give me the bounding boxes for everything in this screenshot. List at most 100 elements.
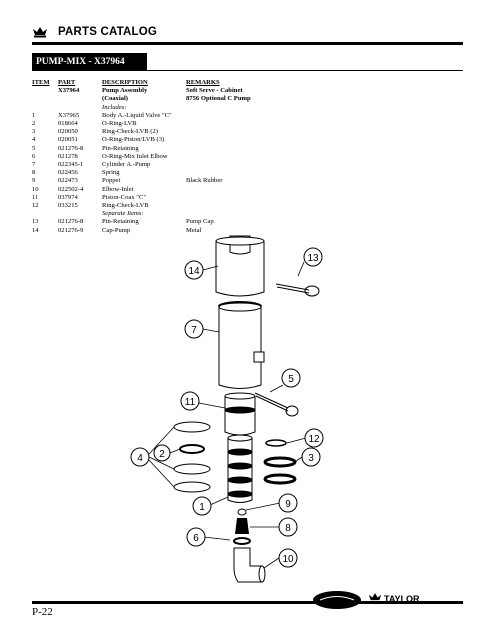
table-row: 5 021276-8 Pin-Retaining [30,145,268,153]
table-row: 4 020051 O-Ring-Piston/LVB (3) [30,136,268,144]
svg-text:11: 11 [185,397,196,408]
callout-8: 8 [278,517,298,537]
callout-9: 9 [278,493,298,513]
table-cell-remarks: 8756 Optional C Pump [186,95,251,103]
table-cell-part: 021276-9 [58,226,84,234]
column-header: REMARKS [186,79,220,86]
table-cell-remarks: Soft Serve - Cabinet [186,87,243,95]
svg-text:2: 2 [159,449,165,460]
table-cell-item: 6 [32,152,36,160]
table-cell-part: 022502-4 [58,185,84,193]
table-cell-desc: Pin-Retaining [102,144,139,152]
table-cell-desc: Ring-Check-LVB (2) [102,128,158,136]
table-cell-item: 3 [32,128,36,136]
o-rings-left [173,421,211,493]
callout-3: 3 [301,447,321,467]
table-cell-item: 1 [32,111,36,119]
table-row: 9 022473 Poppet Black Rubber [30,177,268,185]
pump-cylinder [218,302,265,389]
table-cell-part: X37964 [58,87,80,95]
callout-1: 1 [192,496,212,516]
table-cell-desc: Ring-Check-LVB [102,202,149,210]
table-cell-desc: Cap-Pump [102,226,131,234]
carpigiani-logo [313,591,361,609]
table-cell-part: X37965 [58,111,80,119]
spring [235,518,249,534]
table-cell-remarks: Pump Cap [186,218,214,226]
table-cell-desc: Pin-Retaining [102,218,139,226]
svg-text:13: 13 [307,253,319,264]
inlet-elbow [233,547,266,583]
table-cell-item: 12 [32,202,39,210]
table-cell-item: 14 [32,226,39,234]
table-cell-part: 018664 [58,120,78,128]
table-cell-desc: Body A.-Liquid Valve "C" [102,111,172,119]
svg-text:8: 8 [285,523,291,534]
table-cell-item: 9 [32,177,36,185]
svg-text:3: 3 [308,453,314,464]
table-cell-part: 020051 [58,136,78,144]
poppet [237,508,247,516]
table-row: 7 022345-1 Cylinder A.-Pump [30,161,268,169]
table-cell-item: 5 [32,144,36,152]
table-cell-desc: Pump Assembly [102,87,148,95]
table-cell-desc: Poppet [102,177,121,185]
table-row: Includes: [30,104,268,112]
table-cell-item: 4 [32,136,36,144]
callout-5: 5 [281,368,301,388]
column-header: DESCRIPTION [102,79,148,86]
table-cell-desc: (Coaxial) [102,95,129,103]
section-rule [147,70,463,71]
crown-icon [33,27,47,38]
table-cell-part: 021276-8 [58,144,84,152]
crown-icon [368,593,382,601]
table-cell-desc: Cylinder A.-Pump [102,161,151,169]
footer-rule [32,601,463,604]
column-header: PART [58,79,76,86]
piston [224,392,256,436]
table-cell-desc: O-Ring-LVB [102,120,137,128]
mix-inlet-o-ring [233,537,251,545]
table-cell-desc: Spring [102,169,120,177]
svg-text:10: 10 [282,554,294,565]
table-cell-item: 13 [32,218,39,226]
table-row: (Coaxial) 8756 Optional C Pump [30,95,268,103]
callout-12: 12 [304,428,324,448]
table-cell-item: 7 [32,161,36,169]
table-cell-part: 022345-1 [58,161,84,169]
table-row: 13 021276-8 Pin-Retaining Pump Cap [30,218,268,226]
table-cell-part: 021276-8 [58,218,84,226]
retaining-pin-5 [254,392,299,417]
table-row: Separate Items: [30,210,268,218]
table-cell-item: 11 [32,193,39,201]
table-cell-part: 021278 [58,152,78,160]
callout-6: 6 [186,527,206,547]
svg-text:14: 14 [188,266,200,277]
svg-text:9: 9 [285,499,291,510]
table-cell-part: 022473 [58,177,78,185]
svg-text:6: 6 [193,533,199,544]
svg-text:7: 7 [191,325,197,336]
table-cell-desc: Includes: [102,103,127,111]
table-cell-desc: O-Ring-Piston/LVB (3) [102,136,165,144]
page-header: PARTS CATALOG [32,24,463,45]
table-row: X37964 Pump Assembly Soft Serve - Cabinet [30,87,268,95]
table-header-row: ITEM PART DESCRIPTION REMARKS [30,79,268,87]
page-number: P-22 [32,606,53,618]
callout-10: 10 [278,548,298,568]
callout-11: 11 [180,391,200,411]
table-cell-item: 8 [32,169,36,177]
table-cell-desc: Piston-Coax "C" [102,193,147,201]
svg-text:5: 5 [288,374,294,385]
taylor-brand: TAYLOR [384,594,420,604]
svg-text:1: 1 [199,502,205,513]
table-cell-remarks: Black Rubber [186,177,223,185]
